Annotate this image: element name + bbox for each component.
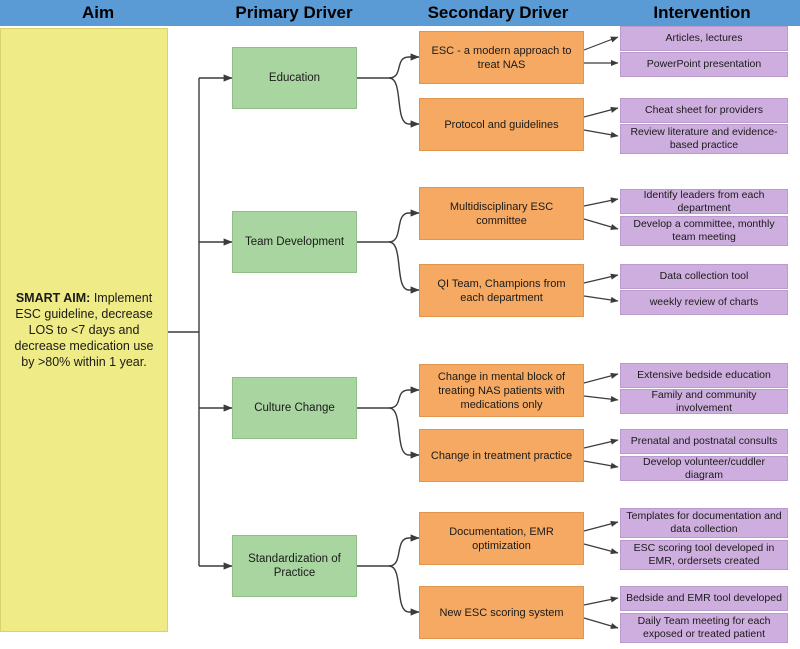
intervention-review-literature[interactable]: Review literature and evidence-based pra… (620, 124, 788, 154)
intervention-data-collection-tool[interactable]: Data collection tool (620, 264, 788, 289)
secondary-driver-label: Documentation, EMR optimization (449, 525, 554, 552)
intervention-family-involvement[interactable]: Family and community involvement (620, 389, 788, 414)
aim-text: SMART AIM: Implement ESC guideline, decr… (1, 290, 167, 370)
intervention-label: Identify leaders from each department (643, 188, 765, 214)
intervention-templates[interactable]: Templates for documentation and data col… (620, 508, 788, 538)
secondary-driver-label: ESC - a modern approach to treat NAS (431, 44, 572, 71)
intervention-powerpoint[interactable]: PowerPoint presentation (620, 52, 788, 77)
secondary-driver-esc-approach[interactable]: ESC - a modern approach to treat NAS (419, 31, 584, 84)
primary-driver-label: Standardization of Practice (248, 553, 341, 579)
intervention-label: Review literature and evidence-based pra… (630, 126, 778, 151)
aim-label: SMART AIM: (15, 291, 91, 305)
secondary-driver-treatment-practice[interactable]: Change in treatment practice (419, 429, 584, 482)
intervention-label: Prenatal and postnatal consults (630, 435, 778, 447)
intervention-develop-committee[interactable]: Develop a committee, monthly team meetin… (620, 216, 788, 246)
header-label-aim: Aim (81, 3, 115, 22)
intervention-label: Articles, lectures (665, 32, 743, 44)
intervention-label: Data collection tool (659, 270, 749, 282)
secondary-driver-protocol[interactable]: Protocol and guidelines (419, 98, 584, 151)
primary-driver-label: Education (268, 72, 321, 84)
header-label-primary-driver: Primary Driver (235, 3, 353, 22)
secondary-driver-label: Change in treatment practice (430, 449, 573, 462)
intervention-bedside-emr-tool[interactable]: Bedside and EMR tool developed (620, 586, 788, 611)
intervention-label: Templates for documentation and data col… (626, 510, 782, 535)
secondary-driver-esc-scoring[interactable]: New ESC scoring system (419, 586, 584, 639)
intervention-label: ESC scoring tool developed in EMR, order… (633, 542, 775, 567)
intervention-label: Cheat sheet for providers (645, 104, 763, 116)
header-label-intervention: Intervention (653, 3, 751, 22)
primary-driver-standardization[interactable]: Standardization of Practice (232, 535, 357, 597)
intervention-label: Develop volunteer/cuddler diagram (643, 455, 765, 481)
secondary-driver-label: New ESC scoring system (439, 606, 564, 619)
intervention-prenatal-consults[interactable]: Prenatal and postnatal consults (620, 429, 788, 454)
aim-body: Implement ESC guideline, decrease LOS to… (14, 291, 154, 369)
intervention-label: Family and community involvement (651, 388, 757, 414)
primary-driver-culture-change[interactable]: Culture Change (232, 377, 357, 439)
intervention-bedside-education[interactable]: Extensive bedside education (620, 363, 788, 388)
intervention-articles-lectures[interactable]: Articles, lectures (620, 26, 788, 51)
intervention-daily-team-meeting[interactable]: Daily Team meeting for each exposed or t… (620, 613, 788, 643)
primary-driver-label: Team Development (244, 236, 345, 248)
intervention-label: weekly review of charts (649, 296, 759, 308)
header-band (0, 0, 800, 26)
secondary-driver-qi-team[interactable]: QI Team, Champions from each department (419, 264, 584, 317)
secondary-driver-documentation-emr[interactable]: Documentation, EMR optimization (419, 512, 584, 565)
intervention-label: Extensive bedside education (637, 369, 771, 381)
intervention-cheat-sheet[interactable]: Cheat sheet for providers (620, 98, 788, 123)
aim-box: SMART AIM: Implement ESC guideline, decr… (0, 28, 168, 632)
intervention-identify-leaders[interactable]: Identify leaders from each department (620, 189, 788, 214)
intervention-volunteer-cuddler[interactable]: Develop volunteer/cuddler diagram (620, 456, 788, 481)
secondary-driver-label: Multidisciplinary ESC committee (449, 200, 554, 227)
intervention-label: PowerPoint presentation (646, 58, 762, 70)
secondary-driver-esc-committee[interactable]: Multidisciplinary ESC committee (419, 187, 584, 240)
intervention-esc-scoring-emr[interactable]: ESC scoring tool developed in EMR, order… (620, 540, 788, 570)
intervention-label: Daily Team meeting for each exposed or t… (637, 615, 771, 640)
secondary-driver-label: QI Team, Champions from each department (437, 277, 566, 304)
secondary-driver-mental-block[interactable]: Change in mental block of treating NAS p… (419, 364, 584, 417)
primary-driver-label: Culture Change (254, 402, 335, 414)
primary-driver-team-development[interactable]: Team Development (232, 211, 357, 273)
secondary-driver-label: Change in mental block of treating NAS p… (437, 370, 566, 411)
intervention-weekly-review[interactable]: weekly review of charts (620, 290, 788, 315)
secondary-driver-label: Protocol and guidelines (444, 118, 559, 131)
header-label-secondary-driver: Secondary Driver (427, 3, 569, 22)
primary-driver-education[interactable]: Education (232, 47, 357, 109)
intervention-label: Bedside and EMR tool developed (626, 592, 782, 604)
intervention-label: Develop a committee, monthly team meetin… (633, 218, 775, 243)
